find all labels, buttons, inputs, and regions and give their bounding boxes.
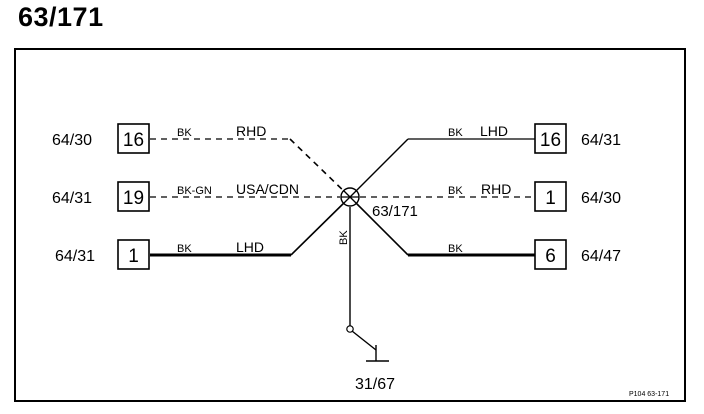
- left-region-1: RHD: [236, 123, 266, 139]
- connector-box-left-2: [117, 181, 150, 212]
- diagram-frame: [14, 48, 686, 402]
- right-region-1: LHD: [480, 123, 508, 139]
- right-pin-1: 16: [540, 130, 561, 151]
- right-pin-3: 6: [545, 246, 556, 267]
- left-region-2: USA/CDN: [236, 181, 299, 197]
- wire-right-3-diag: [349, 196, 409, 256]
- left-pin-1: 16: [123, 130, 144, 151]
- connector-box-right-1: [534, 123, 567, 154]
- left-wire-color-2: BK-GN: [177, 185, 212, 197]
- ground-terminal: [346, 325, 354, 333]
- wire-right-1-diag: [349, 138, 409, 198]
- ground-wire-color: BK: [338, 230, 350, 245]
- right-wire-color-3: BK: [448, 243, 463, 255]
- left-pin-2: 19: [123, 188, 144, 209]
- connector-box-left-1: [117, 123, 150, 154]
- right-pin-2: 1: [545, 188, 556, 209]
- left-ref-1: 64/30: [52, 132, 92, 149]
- ground-label: 31/67: [355, 376, 395, 393]
- splice-label: 63/171: [372, 203, 418, 220]
- right-wire-color-1: BK: [448, 127, 463, 139]
- right-ref-2: 64/30: [581, 190, 621, 207]
- left-region-3: LHD: [236, 239, 264, 255]
- right-region-2: RHD: [481, 181, 511, 197]
- connector-box-right-3: [534, 239, 567, 270]
- splice-icon: [340, 187, 360, 207]
- ground-switch: [351, 330, 377, 351]
- connector-box-left-3: [117, 239, 150, 270]
- figure-code: P104 63-171: [629, 391, 669, 398]
- right-ref-3: 64/47: [581, 248, 621, 265]
- left-pin-3: 1: [128, 246, 139, 267]
- right-wire-color-2: BK: [448, 185, 463, 197]
- wire-left-1-diag: [289, 138, 351, 198]
- wire-left-3-diag: [290, 196, 351, 256]
- page-title: 63/171: [18, 2, 104, 32]
- left-wire-color-3: BK: [177, 243, 192, 255]
- connector-box-right-2: [534, 181, 567, 212]
- left-wire-color-1: BK: [177, 127, 192, 139]
- left-ref-2: 64/31: [52, 190, 92, 207]
- left-ref-3: 64/31: [55, 248, 95, 265]
- right-ref-1: 64/31: [581, 132, 621, 149]
